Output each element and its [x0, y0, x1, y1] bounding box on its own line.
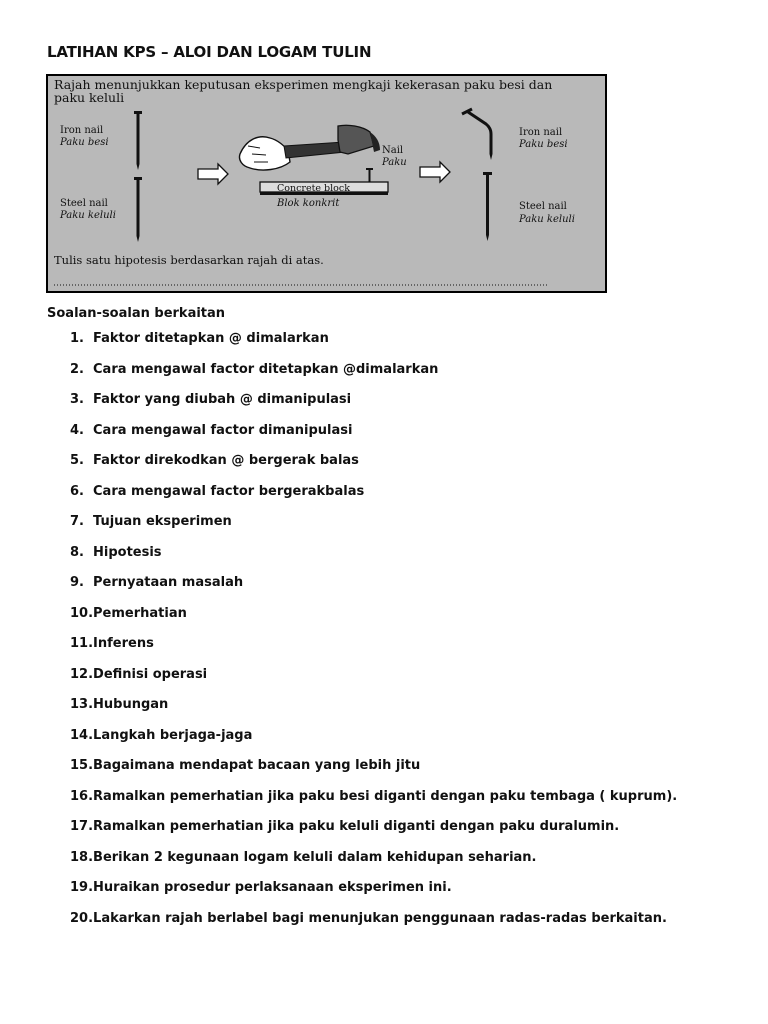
- question-number: 9.: [70, 575, 84, 590]
- result-iron-label-ms: Paku besi: [518, 139, 568, 150]
- question-item: 13.Hubungan: [70, 697, 677, 728]
- question-item: 14.Langkah berjaga-jaga: [70, 728, 677, 759]
- question-number: 11.: [70, 636, 94, 651]
- question-number: 10.: [70, 605, 94, 621]
- question-text: Huraikan prosedur perlaksanaan eksperime…: [93, 880, 452, 895]
- result-iron-label-en: Iron nail: [519, 127, 562, 138]
- question-number: 13.: [70, 697, 94, 712]
- steel-nail-label-ms: Paku keluli: [59, 210, 116, 221]
- question-number: 18.: [70, 849, 94, 865]
- question-text: Ramalkan pemerhatian jika paku besi diga…: [93, 788, 678, 804]
- block-label-ms: Blok konkrit: [276, 198, 340, 209]
- steel-nail-label-en: Steel nail: [60, 198, 108, 209]
- question-number: 1.: [70, 331, 84, 346]
- question-number: 14.: [70, 727, 94, 743]
- question-item: 10.Pemerhatian: [70, 606, 677, 637]
- section-label: Soalan-soalan berkaitan: [47, 306, 226, 321]
- question-number: 17.: [70, 819, 94, 834]
- result-steel-label-en: Steel nail: [519, 201, 567, 212]
- question-item: 1. Faktor ditetapkan @ dimalarkan: [70, 331, 677, 362]
- experiment-diagram: Rajah menunjukkan keputusan eksperimen m…: [54, 77, 575, 286]
- question-item: 8. Hipotesis: [70, 545, 677, 576]
- question-number: 6.: [70, 483, 84, 499]
- question-number: 4.: [70, 422, 84, 438]
- question-item: 9. Pernyataan masalah: [70, 575, 677, 606]
- question-text: Pemerhatian: [93, 605, 187, 621]
- steel-nail-icon: [134, 177, 142, 242]
- iron-nail-label-en: Iron nail: [60, 125, 103, 136]
- question-text: Lakarkan rajah berlabel bagi menunjukan …: [93, 910, 667, 926]
- question-item: 18.Berikan 2 kegunaan logam keluli dalam…: [70, 850, 677, 881]
- figure-caption-line2: paku keluli: [54, 90, 124, 105]
- question-number: 8.: [70, 544, 84, 560]
- question-text: Hipotesis: [93, 544, 162, 560]
- hand-hammer-icon: [238, 124, 380, 171]
- question-text: Pernyataan masalah: [93, 575, 244, 590]
- question-item: 7. Tujuan eksperimen: [70, 514, 677, 545]
- question-text: Faktor yang diubah @ dimanipulasi: [93, 392, 352, 407]
- question-item: 16.Ramalkan pemerhatian jika paku besi d…: [70, 789, 677, 820]
- question-text: Cara mengawal factor ditetapkan @dimalar…: [93, 361, 439, 377]
- page-title: LATIHAN KPS – ALOI DAN LOGAM TULIN: [47, 43, 372, 61]
- question-number: 12.: [70, 666, 94, 682]
- question-item: 5. Faktor direkodkan @ bergerak balas: [70, 453, 677, 484]
- question-item: 11.Inferens: [70, 636, 677, 667]
- questions-list: 1. Faktor ditetapkan @ dimalarkan 2. Cara m…: [70, 331, 677, 941]
- question-number: 20.: [70, 910, 94, 926]
- question-item: 15.Bagaimana mendapat bacaan yang lebih …: [70, 758, 677, 789]
- question-number: 2.: [70, 361, 84, 377]
- question-text: Ramalkan pemerhatian jika paku keluli di…: [93, 819, 620, 834]
- block-label-en: Concrete block: [277, 183, 350, 194]
- question-text: Faktor direkodkan @ bergerak balas: [93, 453, 359, 468]
- question-text: Bagaimana mendapat bacaan yang lebih jit…: [93, 758, 421, 773]
- question-item: 6. Cara mengawal factor bergerakbalas: [70, 484, 677, 515]
- question-text: Langkah berjaga-jaga: [93, 727, 253, 743]
- concrete-block-icon: [259, 181, 389, 195]
- figure-instruction: Tulis satu hipotesis berdasarkan rajah d…: [54, 253, 324, 267]
- question-text: Tujuan eksperimen: [93, 514, 232, 529]
- bent-iron-nail-icon: [461, 107, 493, 160]
- result-steel-label-ms: Paku keluli: [518, 214, 575, 225]
- question-item: 4. Cara mengawal factor dimanipulasi: [70, 423, 677, 454]
- question-text: Berikan 2 kegunaan logam keluli dalam ke…: [93, 849, 537, 865]
- nail-label-en: Nail: [382, 145, 403, 156]
- nail-label-ms: Paku: [381, 157, 407, 168]
- question-number: 7.: [70, 514, 84, 529]
- nail-on-block-icon: [366, 168, 373, 182]
- question-number: 5.: [70, 453, 84, 468]
- question-text: Definisi operasi: [93, 666, 208, 682]
- figure-caption-line1: Rajah menunjukkan keputusan eksperimen m…: [54, 77, 552, 92]
- question-text: Inferens: [93, 636, 154, 651]
- experiment-figure: Rajah menunjukkan keputusan eksperimen m…: [46, 74, 607, 293]
- iron-nail-label-ms: Paku besi: [59, 137, 109, 148]
- question-item: 20.Lakarkan rajah berlabel bagi menunjuk…: [70, 911, 677, 942]
- question-item: 19.Huraikan prosedur perlaksanaan eksper…: [70, 880, 677, 911]
- question-number: 3.: [70, 392, 84, 407]
- arrow-right-icon: [197, 162, 229, 186]
- question-item: 3. Faktor yang diubah @ dimanipulasi: [70, 392, 677, 423]
- arrow-right-icon: [419, 160, 451, 184]
- question-text: Cara mengawal factor bergerakbalas: [93, 483, 365, 499]
- question-number: 19.: [70, 880, 94, 895]
- question-text: Hubungan: [93, 697, 169, 712]
- question-text: Cara mengawal factor dimanipulasi: [93, 422, 353, 438]
- iron-nail-icon: [134, 111, 142, 170]
- question-item: 12.Definisi operasi: [70, 667, 677, 698]
- question-text: Faktor ditetapkan @ dimalarkan: [93, 331, 329, 346]
- straight-steel-nail-icon: [483, 172, 492, 241]
- question-item: 2. Cara mengawal factor ditetapkan @dimal…: [70, 362, 677, 393]
- question-number: 15.: [70, 758, 94, 773]
- question-item: 17.Ramalkan pemerhatian jika paku keluli…: [70, 819, 677, 850]
- question-number: 16.: [70, 788, 94, 804]
